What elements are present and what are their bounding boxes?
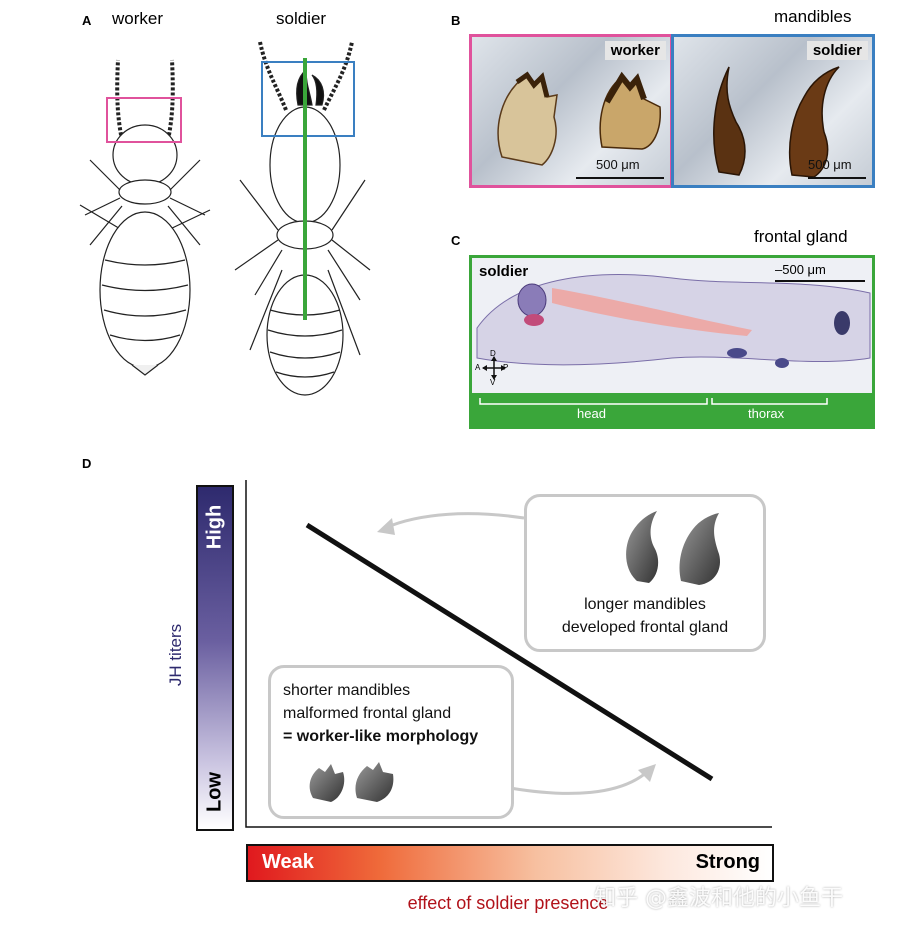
- y-high-label: High: [203, 504, 226, 550]
- box-bottom-line2: malformed frontal gland: [283, 705, 452, 722]
- arrow-lower-head: [638, 764, 656, 782]
- worker-termite-drawing: [79, 59, 211, 376]
- soldier-tag: soldier: [806, 41, 868, 60]
- box-top-line2: developed frontal gland: [561, 619, 729, 636]
- section-scale-bar: [775, 280, 865, 282]
- panel-a-letter: A: [82, 13, 92, 28]
- worker-label: worker: [112, 9, 164, 28]
- histology-section-image: [472, 258, 872, 426]
- termite-drawings: [79, 41, 371, 396]
- worker-head-highlight: [106, 97, 182, 143]
- box-top-line1: longer mandibles: [584, 596, 706, 613]
- soldier-mandibles-image: [713, 66, 840, 178]
- soldier-like-box: longer mandibles developed frontal gland: [524, 494, 766, 652]
- section-scale-value: 500 μm: [782, 262, 826, 277]
- panel-d-letter: D: [82, 456, 92, 471]
- axis-anterior: A: [475, 363, 481, 372]
- y-axis-label: JH titers: [166, 623, 185, 687]
- region-thorax-label: thorax: [748, 406, 785, 421]
- soldier-effect-gradient-bar: Weak Strong: [246, 844, 774, 882]
- arrow-upper-head: [377, 518, 395, 535]
- worker-mandibles-image: [497, 71, 661, 166]
- orientation-compass: [482, 356, 506, 380]
- soldier-label: soldier: [276, 9, 327, 28]
- worker-tag: worker: [604, 41, 666, 60]
- watermark: 知乎 @鑫波和他的小鱼干: [594, 886, 843, 911]
- x-axis-label: effect of soldier presence: [407, 893, 609, 913]
- x-weak-label: Weak: [262, 851, 314, 873]
- y-low-label: Low: [203, 772, 226, 812]
- axis-posterior: P: [503, 363, 509, 372]
- panel-b-title: mandibles: [774, 7, 852, 26]
- soldier-mandibles-photo: soldier 500 μm: [671, 34, 875, 188]
- box-bottom-line1: shorter mandibles: [283, 682, 411, 699]
- panel-c-letter: C: [451, 233, 461, 248]
- panel-b-letter: B: [451, 13, 461, 28]
- worker-scale-label: 500 μm: [596, 157, 640, 172]
- region-head-label: head: [577, 406, 606, 421]
- worker-like-box: shorter mandibles malformed frontal glan…: [268, 665, 514, 819]
- box-bottom-line3: = worker-like morphology: [283, 728, 479, 745]
- worker-scale-bar: [576, 177, 664, 179]
- trend-line: [305, 522, 714, 782]
- jh-titer-gradient-bar: High Low: [196, 485, 234, 831]
- soldier-scale-bar: [808, 177, 866, 179]
- section-scale-label: –500 μm: [775, 262, 826, 277]
- arrow-upper: [384, 512, 525, 530]
- y-axis-label-wrap: JH titers: [161, 610, 191, 700]
- axis-ventral: V: [490, 378, 496, 387]
- panel-c-title: frontal gland: [754, 227, 848, 246]
- worker-mandibles-photo: worker 500 μm: [469, 34, 673, 188]
- x-strong-label: Strong: [695, 851, 760, 873]
- axis-dorsal: D: [490, 349, 496, 358]
- soldier-termite-drawing: [234, 41, 371, 396]
- panel-d-plot: [245, 480, 772, 828]
- plot-axes: [245, 480, 772, 828]
- arrow-lower: [509, 770, 648, 795]
- short-mandibles-icon: [309, 762, 394, 802]
- soldier-head-highlight: [261, 61, 355, 137]
- frontal-gland-section: soldier –500 μm D A P V head thorax: [469, 255, 875, 429]
- long-mandibles-icon: [626, 511, 721, 585]
- section-soldier-tag: soldier: [479, 263, 529, 280]
- soldier-scale-label: 500 μm: [808, 157, 852, 172]
